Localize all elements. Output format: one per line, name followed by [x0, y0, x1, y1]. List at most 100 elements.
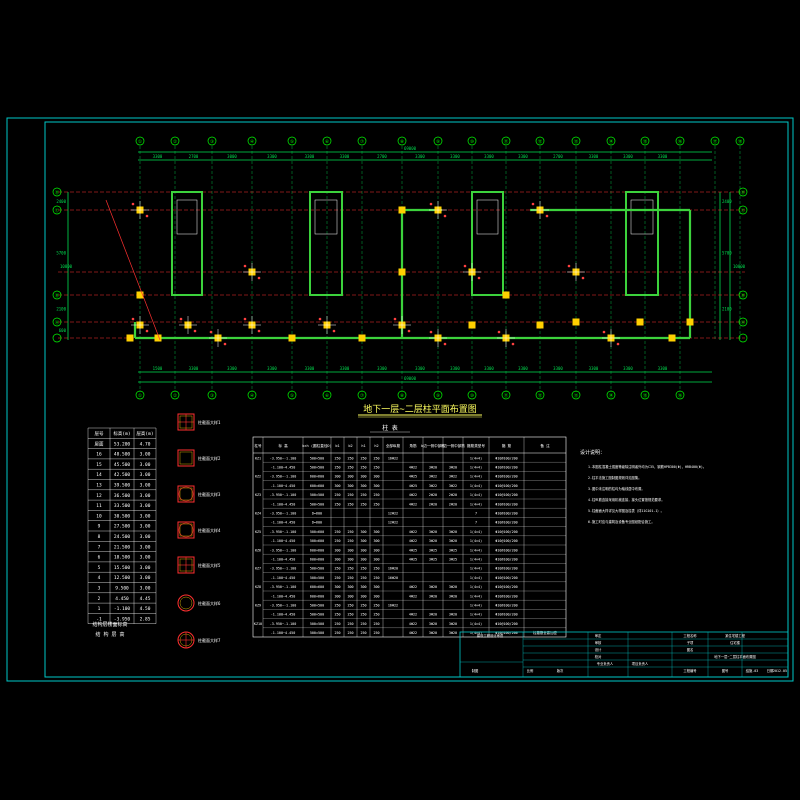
- floor-table-cell: 42.500: [114, 472, 131, 478]
- title-block-cell: 建设工程设计审查: [477, 633, 504, 638]
- dim-text-right: 5700: [722, 251, 732, 256]
- axis-bubble-top: [170, 136, 180, 146]
- floor-table-caption-2: 结 构 层 高: [95, 631, 124, 638]
- rebar-dot: [209, 330, 213, 334]
- schedule-cell: Φ10@100/200: [495, 576, 517, 580]
- floor-table-cell: 3.00: [140, 575, 151, 581]
- column: [502, 291, 510, 299]
- floor-table-cell: 12.500: [114, 575, 131, 581]
- axis-label-bottom: ⑪: [504, 392, 509, 399]
- axis-bubble-bottom: [640, 390, 650, 400]
- axis-bubble-bottom: [501, 390, 511, 400]
- schedule-cell: 500×600: [310, 530, 324, 534]
- dim-left-total: 10800: [60, 264, 73, 269]
- schedule-cell: 250: [373, 567, 379, 571]
- notes-item: 3.图中未注明的柱均为轴线居中布置。: [588, 486, 645, 491]
- floor-table-cell: 3.00: [140, 483, 151, 489]
- schedule-cell: 300: [373, 475, 379, 479]
- schedule-cell: 600×600: [310, 585, 324, 589]
- floor-table-cell: 21.500: [114, 544, 131, 550]
- schedule-cell: 300: [360, 585, 366, 589]
- rebar-dot: [332, 329, 336, 333]
- dim-text-bottom: 3300: [450, 366, 460, 371]
- notes-title: 设计说明：: [580, 449, 605, 456]
- legend-label: 柱截面大样5: [198, 562, 221, 568]
- schedule-cell: 250: [360, 466, 366, 470]
- schedule-cell: 250: [373, 493, 379, 497]
- column: [398, 268, 406, 276]
- title-block-cell: 设计: [595, 647, 602, 652]
- schedule-cell: 300: [334, 585, 340, 589]
- axis-bubble-top: [606, 136, 616, 146]
- floor-table-cell: 48.500: [114, 452, 131, 458]
- schedule-cell: -3.950~-1.100: [270, 456, 297, 460]
- column: [126, 334, 134, 342]
- column: [358, 334, 366, 342]
- column: [636, 318, 644, 326]
- schedule-cell: 1(4×4): [470, 604, 482, 608]
- schedule-cell: 250: [360, 631, 366, 635]
- schedule-cell: 250: [334, 631, 340, 635]
- axis-bubble-left: [52, 187, 62, 197]
- schedule-cell: 3Φ20: [429, 539, 437, 543]
- floor-table-cell: 33.500: [114, 503, 131, 509]
- axis-bubble-top: [735, 136, 745, 146]
- schedule-cell: 7: [475, 521, 477, 525]
- axis-bubble-bottom: [170, 390, 180, 400]
- legend-round-section: [177, 594, 195, 612]
- schedule-cell: -3.950~-1.100: [270, 475, 297, 479]
- schedule-cell: 3Φ25: [449, 558, 457, 562]
- schedule-cell: 250: [360, 613, 366, 617]
- schedule-cell: 250: [360, 576, 366, 580]
- title-block-cell: 图号: [722, 668, 729, 673]
- schedule-cell: 250: [347, 631, 353, 635]
- floor-table-cell: 4.45: [140, 596, 151, 602]
- rebar-dot: [463, 264, 467, 268]
- schedule-cell: 1(4×4): [470, 622, 482, 626]
- axis-bubble-left-edge: [52, 333, 62, 343]
- schedule-cell: 250: [360, 456, 366, 460]
- schedule-header-cell: 全部纵筋: [386, 443, 401, 448]
- axis-label-bottom: ⑬: [574, 392, 579, 399]
- dim-text-bottom: 3300: [623, 366, 633, 371]
- schedule-cell: 1(4×4): [470, 484, 482, 488]
- axis-bubble-top: [710, 136, 720, 146]
- schedule-cell: 1(4×4): [470, 539, 482, 543]
- design-notes: 设计说明：1.本图柱混凝土强度等级除注明者外均为C35，钢筋HPB300(Φ)，…: [580, 449, 706, 524]
- schedule-cell: 1(4×4): [470, 576, 482, 580]
- schedule-cell: 300: [360, 475, 366, 479]
- schedule-cell: KZ9: [255, 604, 261, 608]
- dim-text-left: 600: [59, 328, 67, 333]
- schedule-header-cell: 箍筋类型号: [467, 443, 485, 448]
- schedule-cell: Φ10@100/200: [495, 558, 517, 562]
- legend-label: 柱截面大样2: [198, 455, 221, 461]
- floor-table-cell: 27.500: [114, 524, 131, 530]
- axis-label-top: ⑱: [738, 138, 743, 145]
- axis-bubble-bottom: [535, 390, 545, 400]
- schedule-cell: 300: [360, 530, 366, 534]
- rebar-dot: [193, 329, 197, 333]
- schedule-cell: Φ10@100/200: [495, 475, 517, 479]
- schedule-cell: 250: [334, 567, 340, 571]
- schedule-cell: -3.950~-1.100: [270, 622, 297, 626]
- axis-label-top: ②: [173, 139, 178, 145]
- schedule-header-cell: b2: [348, 444, 352, 448]
- legend-round-inner: [179, 596, 193, 610]
- schedule-cell: KZ5: [255, 530, 261, 534]
- outer-frame: [6, 117, 794, 682]
- schedule-cell: Φ10@100/200: [495, 594, 517, 598]
- floor-table-cell: 53.200: [114, 441, 131, 447]
- axis-bubble-top: [501, 136, 511, 146]
- schedule-cell: 2Φ20: [449, 493, 457, 497]
- schedule-cell: 1(4×4): [470, 558, 482, 562]
- title-block-cell: 图名: [687, 647, 694, 652]
- schedule-header-cell: 备 注: [540, 443, 550, 448]
- axis-label-bottom: ④: [250, 393, 255, 399]
- axis-bubble-top: [467, 136, 477, 146]
- legend-inner: [179, 558, 193, 572]
- schedule-cell: 250: [373, 456, 379, 460]
- schedule-cell: 250: [334, 604, 340, 608]
- floor-table-cell: -3.950: [114, 616, 131, 622]
